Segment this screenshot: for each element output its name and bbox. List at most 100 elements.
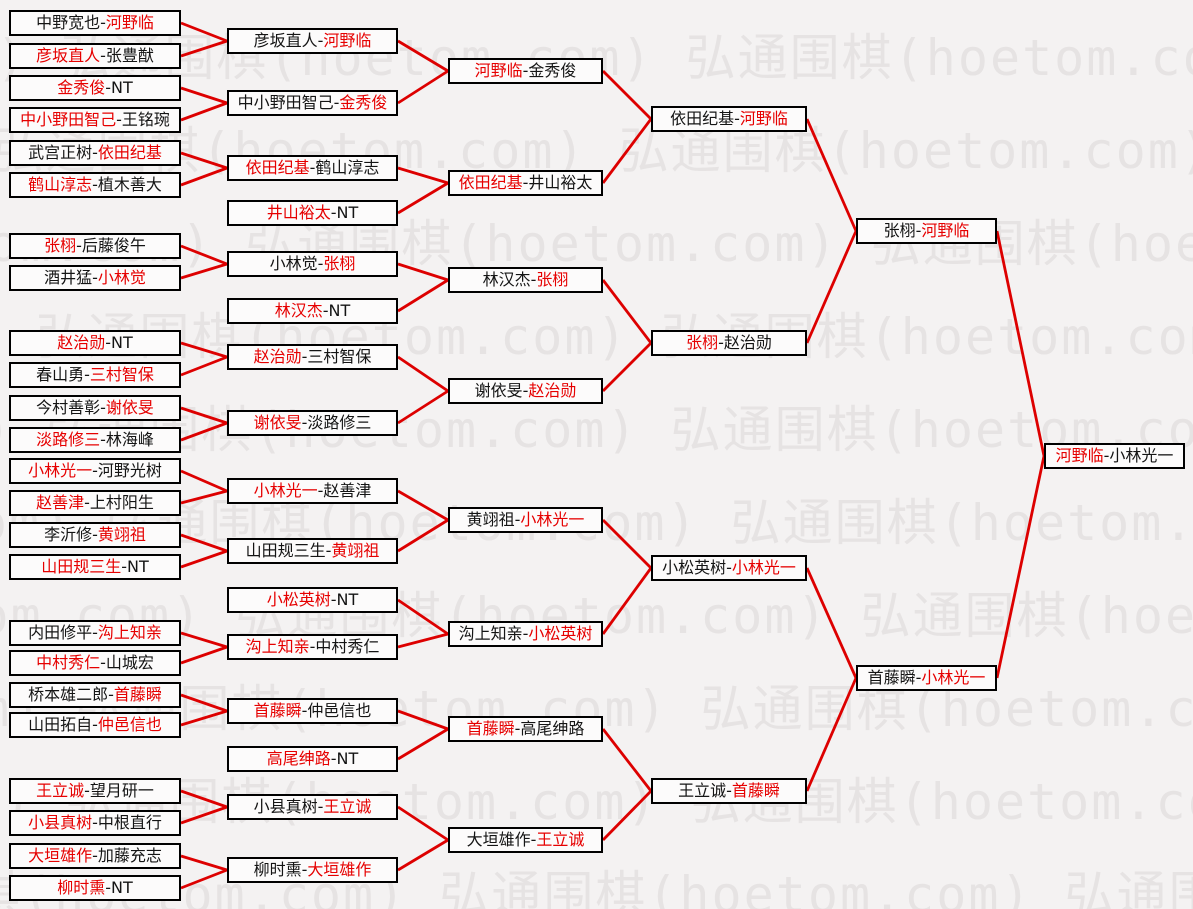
match-box: 谢依旻-淡路修三: [227, 410, 398, 436]
separator-dash: -: [92, 715, 98, 734]
loser-name: 柳时熏: [253, 860, 302, 879]
separator-dash: -: [301, 347, 308, 366]
separator-dash: -: [301, 413, 308, 432]
winner-name: 金秀俊: [57, 78, 106, 97]
separator-dash: -: [325, 541, 332, 560]
connector-line: [180, 854, 228, 872]
separator-dash: -: [108, 685, 114, 704]
separator-dash: -: [105, 333, 112, 352]
connector-line: [397, 166, 449, 185]
match-box: 今村善彰-谢依旻: [9, 395, 181, 421]
separator-dash: -: [718, 333, 724, 352]
winner-name: 首藤瞬: [253, 701, 302, 720]
separator-dash: -: [309, 158, 316, 177]
loser-name: 三村智保: [307, 347, 372, 366]
connector-line: [397, 838, 449, 872]
winner-name: 大垣雄作: [28, 846, 93, 865]
winner-name: 谢依旻: [105, 398, 154, 417]
connector-line: [602, 519, 652, 569]
winner-name: 小林觉: [97, 268, 146, 287]
connector-line: [180, 421, 228, 442]
winner-name: 首藤瞬: [466, 719, 515, 738]
connector-line: [601, 790, 653, 841]
winner-name: 首藤瞬: [731, 781, 780, 800]
separator-dash: -: [726, 781, 732, 800]
separator-dash: -: [84, 365, 90, 384]
winner-name: 黄翊祖: [97, 525, 146, 544]
loser-name: 张豊猷: [105, 46, 154, 65]
separator-dash: -: [330, 203, 337, 222]
match-box: 沟上知亲-中村秀仁: [227, 634, 398, 660]
loser-name: 王立诚: [678, 781, 727, 800]
match-box: 内田修平-沟上知亲: [9, 620, 181, 646]
match-box: 依田纪基-井山裕太: [448, 170, 603, 196]
separator-dash: -: [333, 93, 340, 112]
separator-dash: -: [100, 398, 106, 417]
winner-name: 高尾绅路: [266, 749, 331, 768]
winner-name: 小林光一: [520, 510, 585, 529]
winner-name: 王立诚: [323, 797, 372, 816]
connector-line: [805, 567, 858, 679]
connector-line: [397, 278, 449, 313]
watermark-text-row: 弘通围棋(hoetom.com) 弘通围棋(hoetom.com) 弘通围棋(h…: [0, 308, 1193, 366]
separator-dash: -: [301, 860, 308, 879]
watermark-text-row: 弘通围棋(hoetom.com) 弘通围棋(hoetom.com) 弘通围棋(h…: [0, 773, 1193, 831]
separator-dash: -: [330, 749, 337, 768]
loser-name: 内田修平: [28, 623, 93, 642]
winner-name: 小林光一: [921, 668, 986, 687]
separator-dash: -: [76, 236, 82, 255]
separator-dash: -: [92, 623, 98, 642]
connector-line: [180, 631, 228, 649]
connector-line: [397, 805, 449, 842]
loser-name: 中村秀仁: [315, 637, 380, 656]
separator-dash: -: [84, 493, 90, 512]
match-box: 张栩-后藤俊午: [9, 233, 181, 259]
loser-name: 林海峰: [105, 430, 154, 449]
match-box: 林汉杰-NT: [227, 298, 398, 324]
connector-line: [180, 805, 228, 825]
separator-dash: -: [92, 846, 98, 865]
separator-dash: -: [92, 461, 98, 480]
loser-name: 井山裕太: [528, 173, 593, 192]
connector-line: [180, 406, 228, 425]
loser-name: 小松英树: [662, 558, 727, 577]
winner-name: 沟上知亲: [245, 637, 310, 656]
match-box: 赵治勋-三村智保: [227, 344, 398, 370]
loser-name: 望月研一: [89, 781, 154, 800]
loser-name: 赵治勋: [723, 333, 772, 352]
match-box: 中小野田智己-金秀俊: [227, 90, 398, 116]
loser-name: 上村阳生: [89, 493, 154, 512]
loser-name: 彦坂直人: [253, 31, 318, 50]
loser-name: 依田纪基: [670, 109, 735, 128]
match-box: 依田纪基-鹤山淳志: [227, 155, 398, 181]
match-box: 山田拓自-仲邑信也: [9, 712, 181, 738]
connector-line: [601, 728, 653, 792]
winner-name: 黄翊祖: [331, 541, 380, 560]
separator-dash: -: [317, 797, 324, 816]
connector-line: [397, 69, 449, 105]
loser-name: 山田规三生: [245, 541, 326, 560]
match-box: 高尾绅路-NT: [227, 746, 398, 772]
loser-name: 小县真树: [253, 797, 318, 816]
separator-dash: -: [92, 143, 98, 162]
separator-dash: -: [92, 268, 98, 287]
connector-line: [180, 868, 228, 890]
loser-name: 桥本雄二郎: [28, 685, 109, 704]
match-box: 小县真树-中根直行: [9, 810, 181, 836]
loser-name: 后藤俊午: [81, 236, 146, 255]
loser-name: 首藤瞬: [867, 668, 916, 687]
winner-name: 依田纪基: [97, 143, 162, 162]
separator-dash: -: [522, 381, 529, 400]
match-box: 林汉杰-张栩: [448, 267, 603, 293]
separator-dash: -: [301, 701, 308, 720]
winner-name: 柳时熏: [57, 878, 106, 897]
connector-line: [397, 632, 449, 649]
match-box: 谢依旻-赵治勋: [448, 378, 603, 404]
match-box: 桥本雄二郎-首藤瞬: [9, 682, 181, 708]
loser-name: 黄翊祖: [466, 510, 515, 529]
winner-name: 河野临: [323, 31, 372, 50]
separator-dash: -: [84, 781, 90, 800]
separator-dash: -: [522, 173, 529, 192]
connector-line: [180, 355, 228, 377]
